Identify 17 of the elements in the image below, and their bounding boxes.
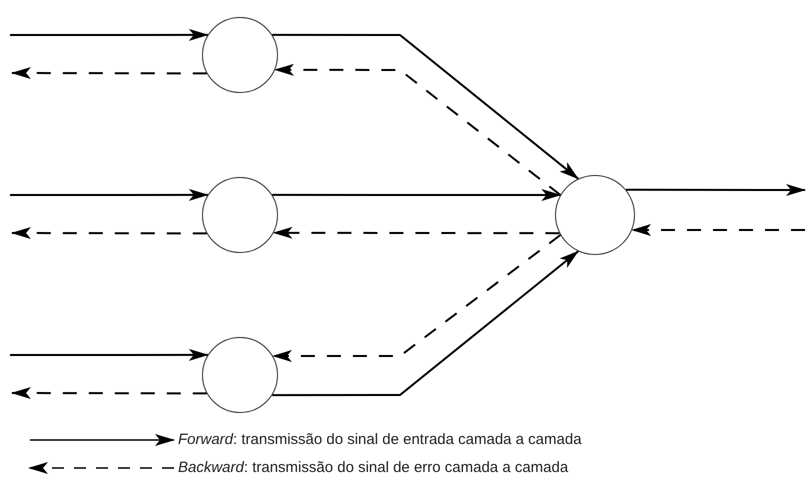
- dashed-arrow: [11, 227, 207, 240]
- legend-text: Forward: transmissão do sinal de entrada camada a camada: [178, 431, 582, 448]
- dashed-arrow: [631, 224, 805, 236]
- dashed-arrow: [11, 67, 207, 80]
- arrow: [272, 34, 579, 180]
- arrow: [626, 184, 806, 196]
- dashed-arrow: [272, 234, 561, 362]
- arrow: [272, 189, 562, 201]
- dashed-arrow: [272, 226, 560, 239]
- arrow: [10, 28, 209, 41]
- arrow: [10, 188, 209, 201]
- legend-text: Backward: transmissão do sinal de erro camada a camada: [178, 459, 568, 476]
- neuron-circle: [555, 175, 635, 255]
- arrow: [10, 348, 209, 361]
- arrow: [272, 250, 579, 396]
- dashed-arrow: [11, 387, 207, 400]
- dashed-arrow: [274, 64, 562, 196]
